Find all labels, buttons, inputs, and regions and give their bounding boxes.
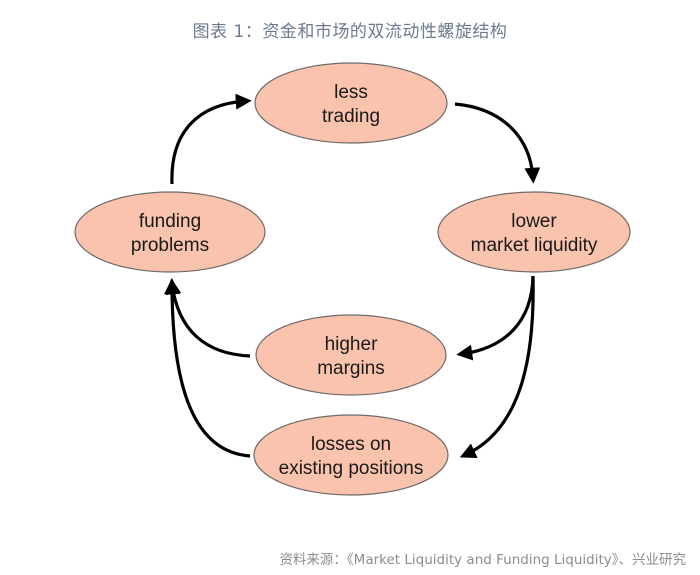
edge-less-trading-to-lower-market-liquidity <box>454 102 541 184</box>
node-label-line: trading <box>322 106 380 127</box>
edge-losses-to-funding-problems <box>164 278 251 458</box>
edge-funding-problems-to-less-trading <box>170 93 252 185</box>
edge-lower-market-liquidity-to-losses <box>459 275 535 459</box>
node-label-line: problems <box>131 235 209 256</box>
node-label-line: lower <box>511 211 557 232</box>
edge-lower-market-liquidity-to-higher-margins <box>456 275 535 361</box>
node-less-trading: less trading <box>254 62 448 144</box>
node-label-line: existing positions <box>279 458 424 479</box>
node-label-line: market liquidity <box>471 235 598 256</box>
node-label-line: higher <box>325 334 378 355</box>
node-label-line: funding <box>139 211 201 232</box>
node-label-line: losses on <box>311 434 391 455</box>
node-lower-market-liquidity: lower market liquidity <box>437 191 631 273</box>
node-funding-problems: funding problems <box>74 191 266 273</box>
source-note: 资料来源：《Market Liquidity and Funding Liqui… <box>279 552 686 568</box>
node-label-line: margins <box>317 358 385 379</box>
node-higher-margins: higher margins <box>255 314 447 396</box>
edge-higher-margins-to-funding-problems <box>165 278 251 358</box>
figure-title: 图表 1：资金和市场的双流动性螺旋结构 <box>192 22 508 42</box>
node-label-line: less <box>334 82 368 103</box>
node-losses-on-existing-positions: losses on existing positions <box>253 414 449 496</box>
